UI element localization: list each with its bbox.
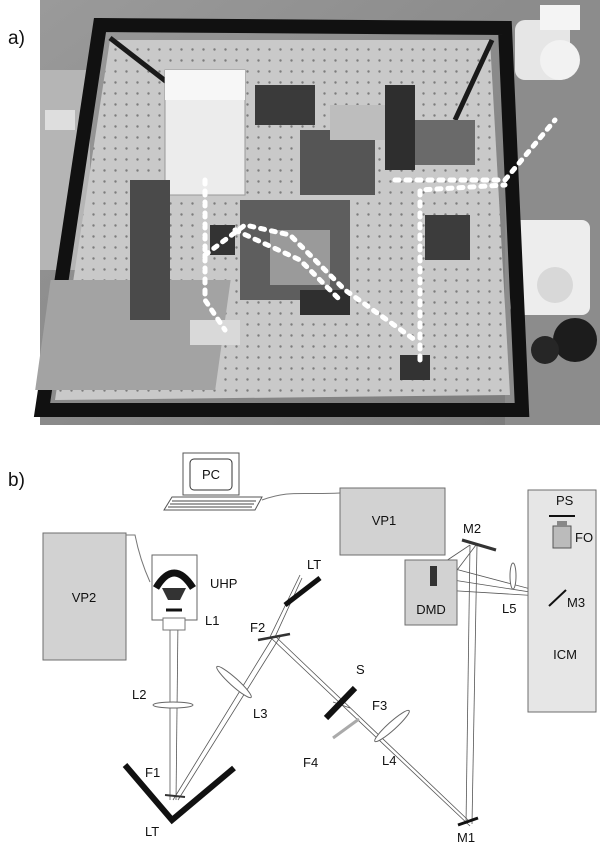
filter-f2: F2: [250, 620, 290, 640]
m2-label: M2: [463, 521, 481, 536]
f2-label: F2: [250, 620, 265, 635]
filter-f4: F4: [303, 719, 359, 770]
filter-f3: F3: [372, 698, 387, 713]
m1-label: M1: [457, 830, 475, 845]
vp1-label: VP1: [372, 513, 397, 528]
l5-label: L5: [502, 601, 516, 616]
pc-cable: [262, 493, 340, 500]
light-trap-bottom: LT: [125, 765, 234, 839]
vp1-projector: VP1: [340, 488, 445, 555]
lt-bottom-label: LT: [145, 824, 159, 839]
l2-label: L2: [132, 687, 146, 702]
lens-l2: L2: [132, 687, 193, 708]
icm-label: ICM: [553, 647, 577, 662]
s-label: S: [356, 662, 365, 677]
fo-label: FO: [575, 530, 593, 545]
panel-a: a): [8, 0, 600, 425]
panel-b: b) PC: [8, 453, 596, 845]
lt-top-label: LT: [307, 557, 321, 572]
vp2-projector: VP2: [43, 533, 126, 660]
pc-label: PC: [202, 467, 220, 482]
pc-computer: PC: [164, 453, 262, 510]
vp2-label: VP2: [72, 590, 97, 605]
f1-label: F1: [145, 765, 160, 780]
panel-a-label: a): [8, 28, 25, 49]
dmd: DMD: [405, 560, 457, 625]
vp2-cable: [126, 535, 150, 582]
l4-label: L4: [382, 753, 396, 768]
panel-b-label: b): [8, 470, 25, 491]
icm-microscope: ICM PS FO M3: [528, 490, 596, 712]
m3-label: M3: [567, 595, 585, 610]
lens-l4: L4: [372, 708, 412, 768]
dmd-label: DMD: [416, 602, 446, 617]
ps-label: PS: [556, 493, 574, 508]
l3-label: L3: [253, 706, 267, 721]
uhp-label: UHP: [210, 576, 237, 591]
uhp-lamp: UHP: [152, 555, 237, 620]
light-trap-top: LT: [285, 557, 321, 605]
mirror-m1: M1: [457, 818, 478, 845]
mirror-m2: M2: [462, 521, 496, 550]
lens-l3: L3: [214, 664, 267, 721]
f3-label: F3: [372, 698, 387, 713]
f4-label: F4: [303, 755, 318, 770]
lab-photo: [35, 0, 600, 425]
l1-label: L1: [205, 613, 219, 628]
microscope-eyepiece: [553, 318, 597, 362]
objective-fo: [553, 526, 571, 548]
